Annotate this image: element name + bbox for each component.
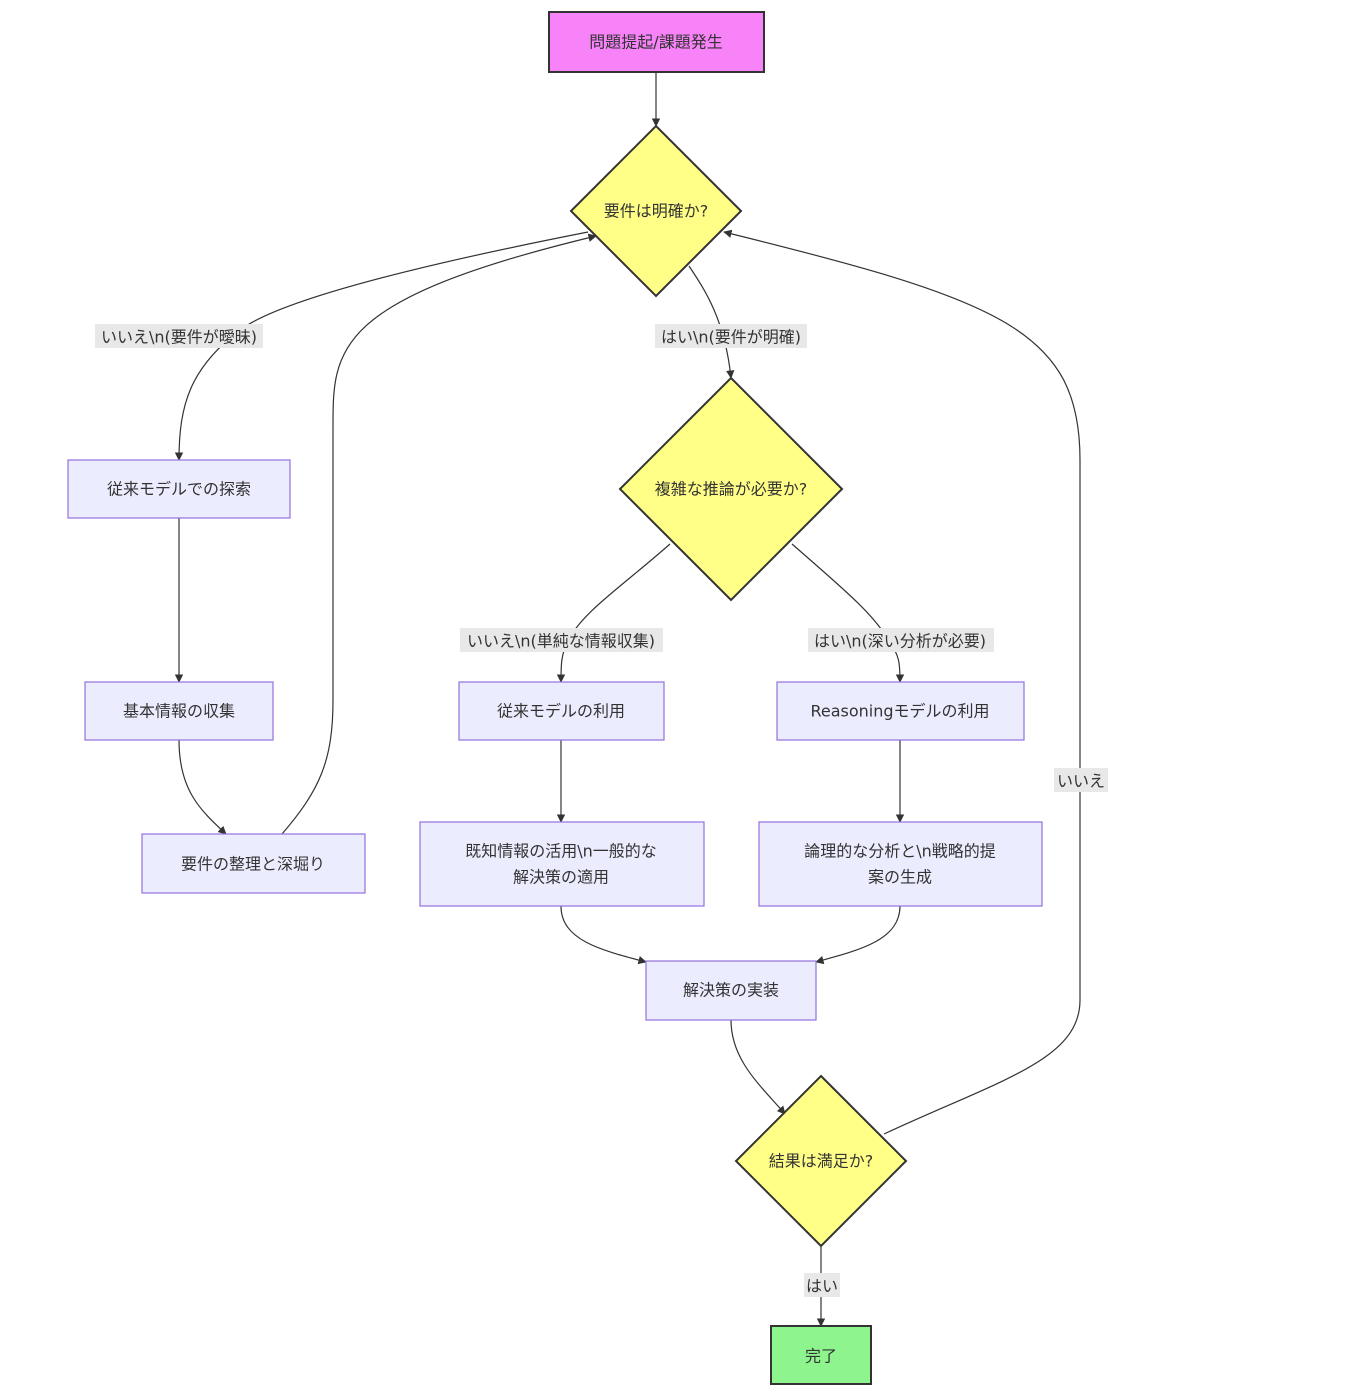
decision-requirements-clear: 要件は明確か? xyxy=(569,124,743,298)
svg-text:基本情報の収集: 基本情報の収集 xyxy=(123,702,235,721)
process-collect-basic-info: 基本情報の収集 xyxy=(84,681,274,741)
edge-organize-to-d1 xyxy=(281,233,597,835)
svg-text:複雑な推論が必要か?: 複雑な推論が必要か? xyxy=(655,480,808,499)
svg-text:Reasoningモデルの利用: Reasoningモデルの利用 xyxy=(810,702,989,721)
edge-impl-to-d3 xyxy=(730,1019,786,1115)
process-use-reasoning-model: Reasoningモデルの利用 xyxy=(776,681,1025,741)
svg-text:要件の整理と深堀り: 要件の整理と深堀り xyxy=(181,855,325,874)
process-apply-known-solutions: 既知情報の活用\n一般的な 解決策の適用 xyxy=(419,821,705,907)
svg-text:いいえ\n(要件が曖昧): いいえ\n(要件が曖昧) xyxy=(101,328,257,347)
process-organize-requirements: 要件の整理と深堀り xyxy=(141,833,366,894)
svg-text:いいえ\n(単純な情報収集): いいえ\n(単純な情報収集) xyxy=(467,632,655,651)
svg-text:いいえ: いいえ xyxy=(1057,772,1105,791)
svg-text:論理的な分析と\n戦略的提: 論理的な分析と\n戦略的提 xyxy=(804,842,996,861)
svg-text:はい\n(要件が明確): はい\n(要件が明確) xyxy=(661,328,801,347)
end-node: 完了 xyxy=(770,1325,872,1385)
edge-collect-to-organize xyxy=(178,739,227,835)
process-use-traditional-model: 従来モデルの利用 xyxy=(458,681,665,741)
edge-label-d2-yes: はい\n(深い分析が必要) xyxy=(808,628,994,652)
nodes: 問題提起/課題発生 要件は明確か? 従来モデルでの探索 基本情報の収集 要件の整… xyxy=(67,11,1043,1385)
svg-text:従来モデルでの探索: 従来モデルでの探索 xyxy=(107,480,251,499)
edge-labels: いいえ\n(要件が曖昧) はい\n(要件が明確) いいえ\n(単純な情報収集) … xyxy=(95,324,1108,1297)
svg-text:はい: はい xyxy=(806,1277,838,1296)
svg-text:既知情報の活用\n一般的な: 既知情報の活用\n一般的な xyxy=(465,842,657,861)
edge-d1-to-d2 xyxy=(688,265,735,379)
svg-text:結果は満足か?: 結果は満足か? xyxy=(769,1152,874,1171)
edge-label-d2-no: いいえ\n(単純な情報収集) xyxy=(460,628,663,652)
edge-label-d3-no: いいえ xyxy=(1054,768,1108,792)
svg-text:解決策の適用: 解決策の適用 xyxy=(513,868,609,887)
edge-label-d1-yes: はい\n(要件が明確) xyxy=(655,324,807,348)
svg-text:問題提起/課題発生: 問題提起/課題発生 xyxy=(589,33,722,52)
edge-d2-to-trad xyxy=(556,543,671,683)
edge-d1-to-explore xyxy=(174,231,589,461)
edge-label-d3-yes: はい xyxy=(804,1273,840,1297)
edge-d3-to-d1 xyxy=(723,229,1081,1135)
edge-label-d1-no: いいえ\n(要件が曖昧) xyxy=(95,324,263,348)
decision-result-satisfactory: 結果は満足か? xyxy=(734,1074,908,1248)
process-explore-traditional: 従来モデルでの探索 xyxy=(67,459,291,519)
svg-text:従来モデルの利用: 従来モデルの利用 xyxy=(497,702,625,721)
svg-text:はい\n(深い分析が必要): はい\n(深い分析が必要) xyxy=(814,632,986,651)
svg-text:案の生成: 案の生成 xyxy=(868,868,932,887)
edge-known-to-impl xyxy=(560,905,647,965)
edge-d2-to-reason xyxy=(791,543,905,683)
svg-text:解決策の実装: 解決策の実装 xyxy=(683,981,779,1000)
decision-complex-reasoning: 複雑な推論が必要か? xyxy=(618,376,844,602)
svg-text:要件は明確か?: 要件は明確か? xyxy=(604,202,709,221)
edges xyxy=(174,72,1081,1327)
process-logical-analysis: 論理的な分析と\n戦略的提 案の生成 xyxy=(758,821,1043,907)
start-node: 問題提起/課題発生 xyxy=(548,11,765,73)
svg-text:完了: 完了 xyxy=(805,1347,837,1366)
process-implement-solution: 解決策の実装 xyxy=(645,960,817,1021)
edge-logic-to-impl xyxy=(815,905,901,965)
